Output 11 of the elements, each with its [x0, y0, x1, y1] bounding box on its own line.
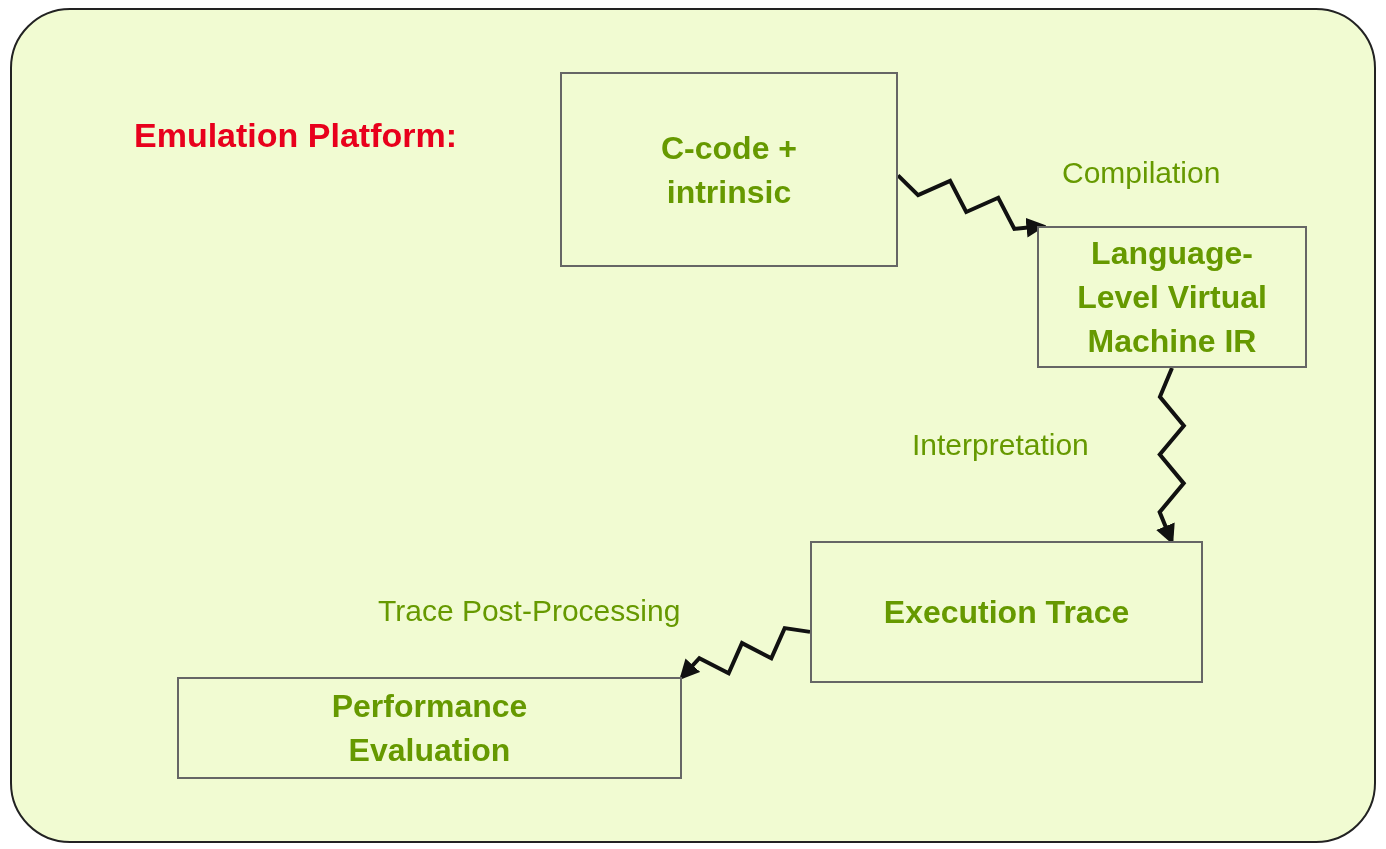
- box-text: Execution Trace: [883, 593, 1130, 632]
- process-box: [177, 677, 682, 779]
- zigzag-arrow: [679, 625, 811, 680]
- process-box: [560, 72, 898, 267]
- process-box: [810, 541, 1203, 683]
- process-box: [1037, 226, 1307, 368]
- box-text: Performance Evaluation: [330, 687, 529, 770]
- platform-title: Emulation Platform:: [134, 115, 458, 156]
- box-text: Language-Level Virtual Machine IR: [1076, 234, 1268, 361]
- platform-panel: [10, 8, 1376, 843]
- box-text: C-code + intrinsic: [660, 128, 798, 212]
